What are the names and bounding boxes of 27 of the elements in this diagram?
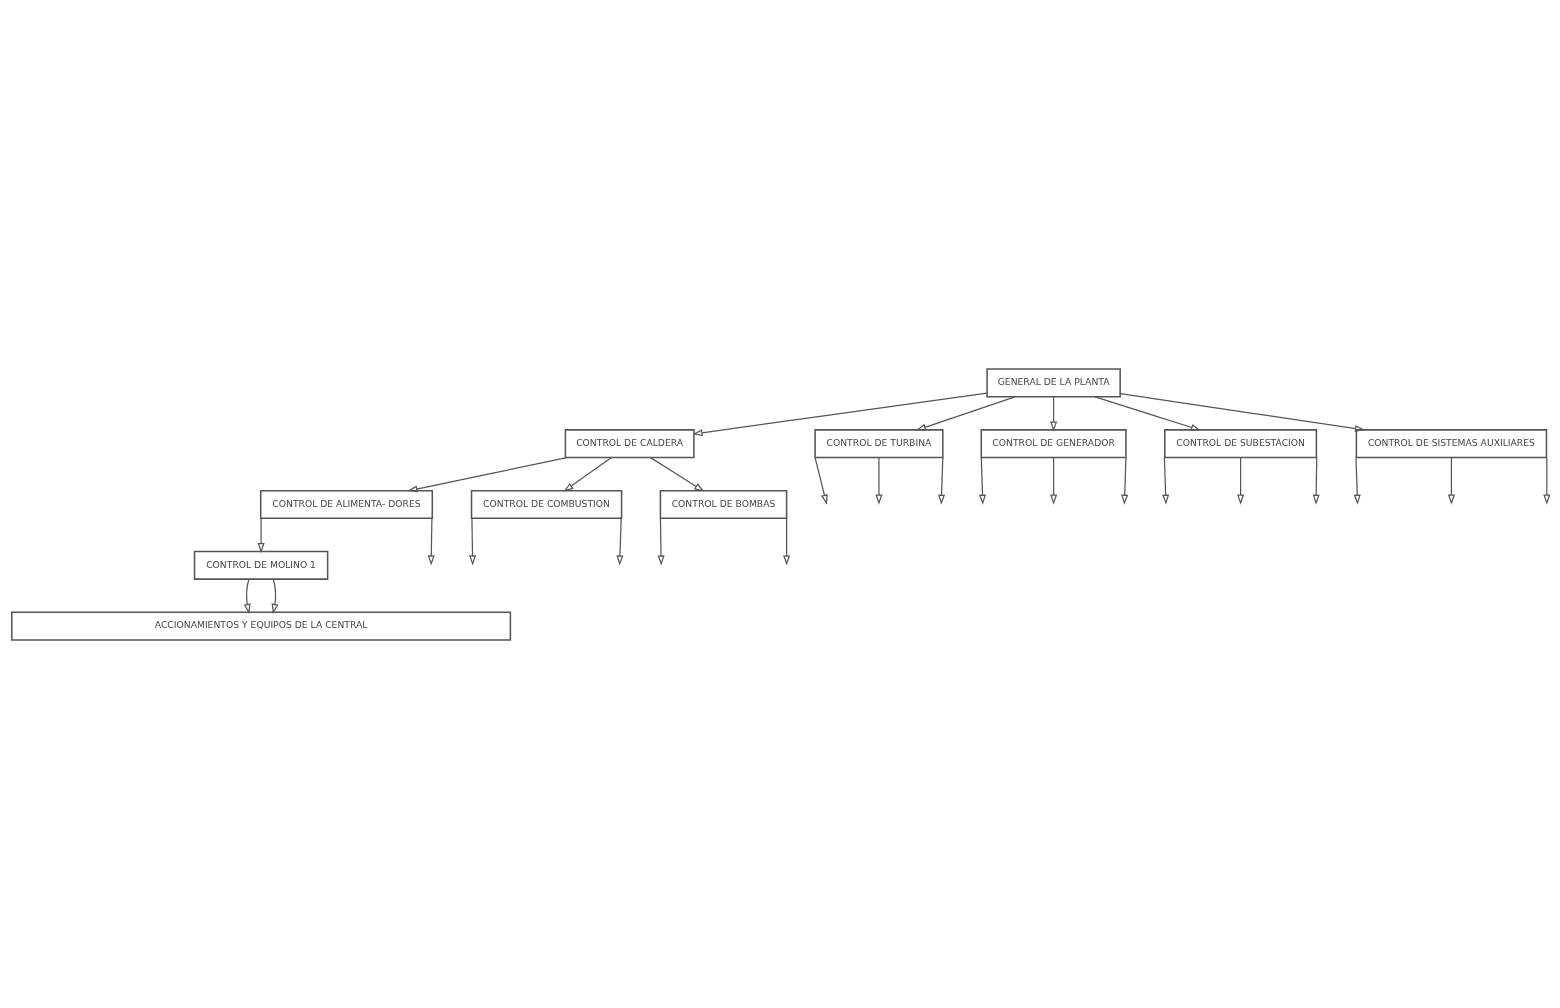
node-box: CONTROL DE SUBESTACION xyxy=(1164,428,1318,458)
arrow xyxy=(1050,395,1058,432)
arrow xyxy=(1119,392,1366,432)
arrow xyxy=(563,456,612,492)
arrow xyxy=(1094,395,1201,431)
node-box: CONTROL DE CALDERA xyxy=(564,428,695,458)
arrow xyxy=(938,456,946,505)
arrow xyxy=(616,517,624,566)
arrow xyxy=(271,578,279,614)
arrow xyxy=(783,517,791,566)
node-box: CONTROL DE MOLINO 1 xyxy=(193,550,329,580)
node-box: CONTROL DE SISTEMAS AUXILIARES xyxy=(1355,428,1548,458)
arrow xyxy=(649,456,705,492)
node-box: CONTROL DE GENERADOR xyxy=(980,428,1127,458)
arrow xyxy=(243,578,251,614)
node-box: CONTROL DE TURBINA xyxy=(814,428,944,458)
node-box: CONTROL DE ALIMENTA- DORES xyxy=(259,489,434,519)
node-box: ACCIONAMIENTOS Y EQUIPOS DE LA CENTRAL xyxy=(11,610,512,641)
node-box: CONTROL DE BOMBAS xyxy=(659,489,788,519)
arrow xyxy=(407,456,568,492)
arrow xyxy=(915,395,1016,431)
arrow xyxy=(978,456,987,505)
node-box: GENERAL DE LA PLANTA xyxy=(986,367,1121,398)
arrow xyxy=(257,517,265,553)
arrow xyxy=(1543,456,1551,505)
arrow xyxy=(692,391,988,436)
node-box: CONTROL DE COMBUSTION xyxy=(470,489,623,519)
